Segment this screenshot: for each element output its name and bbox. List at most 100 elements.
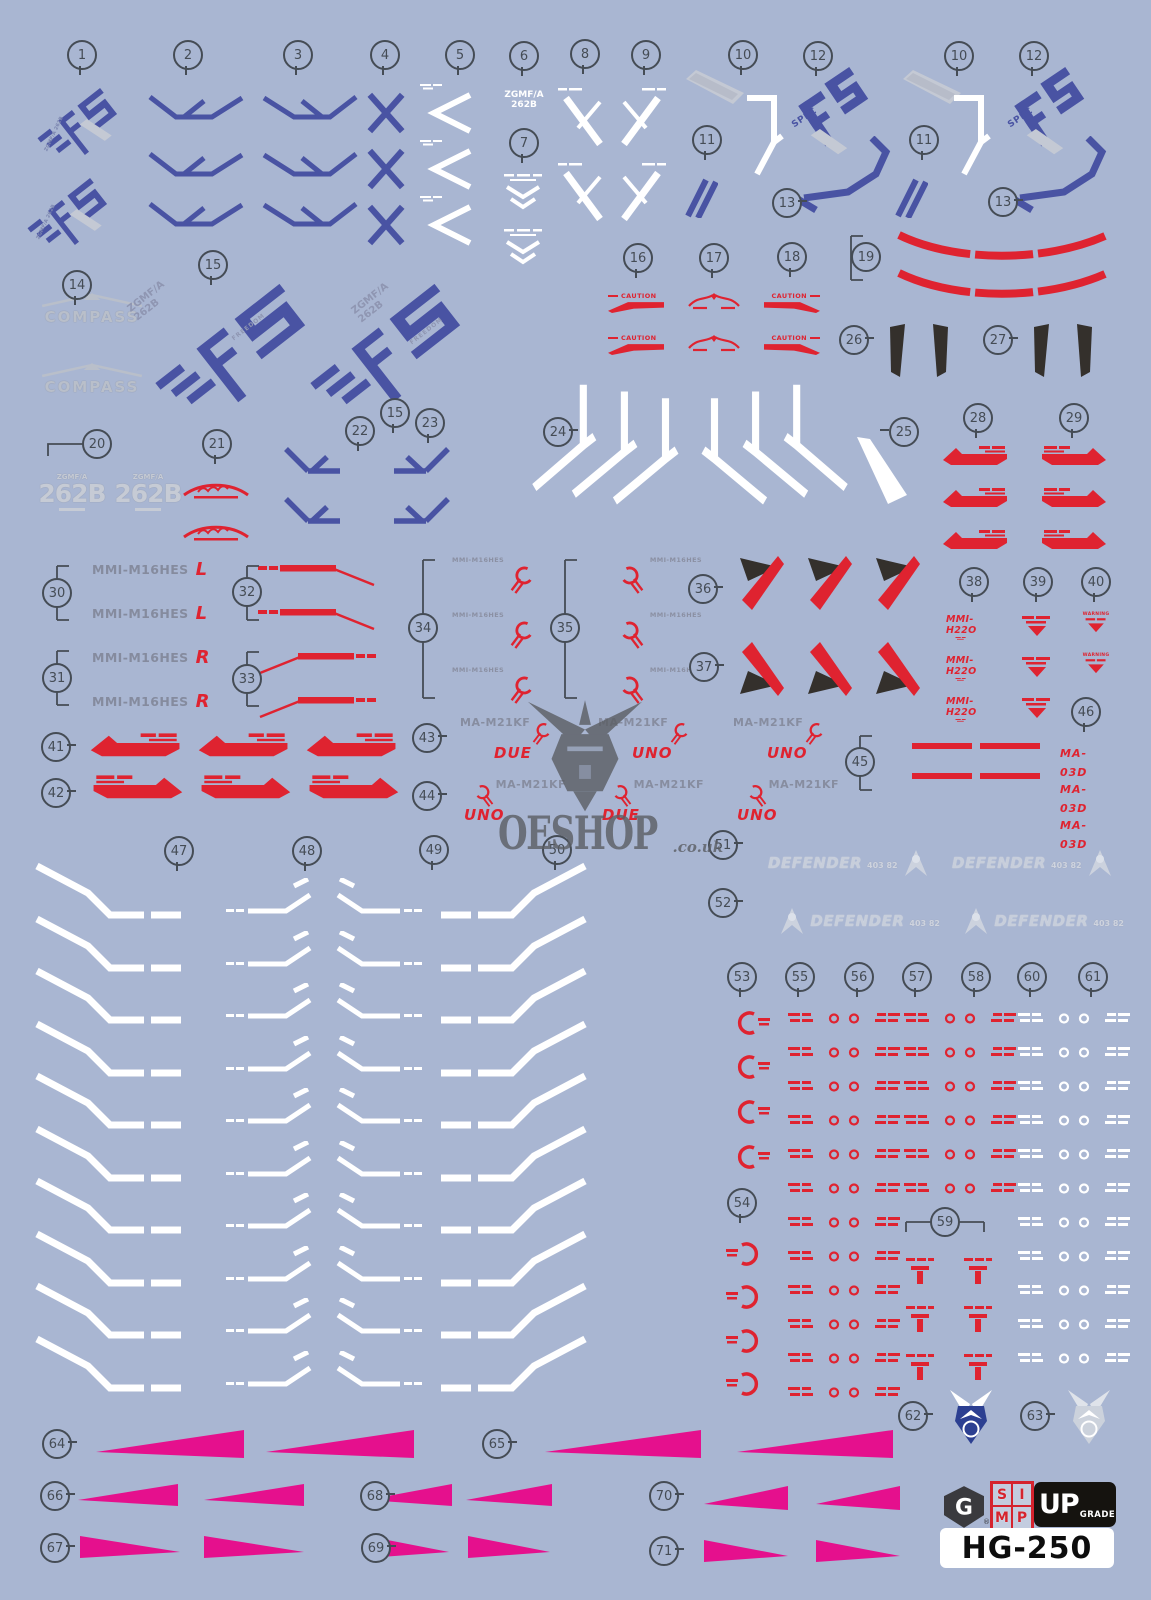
marker-number: 11 bbox=[698, 132, 716, 148]
marker-number: 12 bbox=[809, 48, 827, 64]
decal-label: ZGMF/A 262B bbox=[125, 279, 167, 323]
decal-dotrow bbox=[846, 1114, 900, 1127]
decal-caution: CAUTION bbox=[762, 333, 820, 357]
marker-43: 43 bbox=[412, 723, 447, 753]
maker-logo: G ® bbox=[944, 1486, 990, 1536]
upgrade-label-top: UP bbox=[1039, 1489, 1080, 1520]
decal-zchev48 bbox=[224, 1193, 316, 1233]
marker-62: 62 bbox=[898, 1401, 933, 1431]
decal-dotrow bbox=[846, 1284, 900, 1297]
marker-61: 61 bbox=[1078, 962, 1108, 997]
marker-37: 37 bbox=[689, 652, 724, 682]
marker-49: 49 bbox=[419, 835, 449, 870]
marker-51: 51 bbox=[708, 830, 743, 860]
marker-number: 11 bbox=[915, 132, 933, 148]
decal-caution: CAUTION bbox=[608, 291, 666, 315]
decal-tpost bbox=[904, 1258, 936, 1286]
decal-ma03d: MA-03D bbox=[1060, 819, 1088, 851]
decal-wingv bbox=[262, 199, 358, 229]
decal-dotrow bbox=[1018, 1182, 1072, 1195]
marker-number: 70 bbox=[655, 1488, 673, 1504]
decal-zchev48 bbox=[224, 983, 316, 1023]
marker-number: 5 bbox=[455, 47, 465, 63]
decal-dotrow bbox=[904, 1114, 958, 1127]
marker-11: 11 bbox=[692, 125, 722, 160]
marker-53: 53 bbox=[727, 962, 757, 997]
decal-hull bbox=[941, 528, 1011, 553]
decal-hull bbox=[1038, 444, 1108, 469]
decal-zchev bbox=[34, 1335, 184, 1393]
marker-number: 66 bbox=[46, 1488, 64, 1504]
decal-dotrow bbox=[962, 1182, 1016, 1195]
decal-dotrow bbox=[962, 1080, 1016, 1093]
marker-number: 48 bbox=[298, 843, 316, 859]
decal-dotrow bbox=[788, 1012, 842, 1025]
decal-redline32 bbox=[256, 560, 378, 588]
marker-18: 18 bbox=[777, 242, 807, 277]
decal-dotrow bbox=[1018, 1148, 1072, 1161]
decal-dotrow bbox=[788, 1148, 842, 1161]
decal-dotrow bbox=[1076, 1216, 1130, 1229]
decal-tri bbox=[704, 1540, 788, 1562]
decal-zchev bbox=[438, 1230, 588, 1288]
decal-dotrow bbox=[904, 1182, 958, 1195]
marker-number: 46 bbox=[1077, 704, 1095, 720]
decal-hooktext: MMI-M16HES bbox=[452, 556, 556, 602]
decal-dotrow bbox=[788, 1080, 842, 1093]
decal-dashes bbox=[420, 84, 446, 90]
marker-25: 25 bbox=[880, 417, 919, 447]
marker-number: 22 bbox=[351, 423, 369, 439]
decal-hull bbox=[88, 731, 185, 761]
decal-dotrow bbox=[788, 1046, 842, 1059]
marker-number: 43 bbox=[418, 730, 436, 746]
marker-number: 42 bbox=[47, 785, 65, 801]
decal-dotrow bbox=[846, 1148, 900, 1161]
decal-fsbig bbox=[306, 261, 504, 439]
simp-letter: P bbox=[1012, 1506, 1032, 1529]
decal-zchev bbox=[34, 915, 184, 973]
decal-dotrow bbox=[1018, 1318, 1072, 1331]
marker-1: 1 bbox=[67, 40, 97, 75]
decal-tri bbox=[266, 1430, 414, 1458]
decal-dotrow bbox=[962, 1114, 1016, 1127]
marker-4: 4 bbox=[370, 40, 400, 75]
decal-caution: CAUTION bbox=[608, 333, 666, 357]
decal-dotrow bbox=[846, 1352, 900, 1365]
decal-check22 bbox=[282, 446, 344, 480]
marker-number: 15 bbox=[386, 405, 404, 421]
marker-number: 31 bbox=[48, 670, 66, 686]
registered-mark: ® bbox=[983, 1518, 990, 1526]
marker-number: 37 bbox=[695, 659, 713, 675]
marker-6: 6 bbox=[509, 41, 539, 76]
marker-38: 38 bbox=[959, 567, 989, 602]
marker-13: 13 bbox=[772, 188, 807, 218]
marker-41: 41 bbox=[41, 732, 76, 762]
decal-wingv bbox=[148, 92, 244, 122]
decal-silverdiag bbox=[686, 70, 744, 104]
marker-number: 9 bbox=[641, 47, 651, 63]
decal-dotrow bbox=[904, 1080, 958, 1093]
decal-dotrow bbox=[1018, 1114, 1072, 1127]
marker-number: 68 bbox=[366, 1488, 384, 1504]
marker-number: 36 bbox=[694, 581, 712, 597]
decal-dotrow bbox=[1018, 1216, 1072, 1229]
decal-dotrow bbox=[1018, 1352, 1072, 1365]
decal-h22o: MMI-H22O bbox=[946, 614, 977, 640]
decal-zchev48 bbox=[224, 1246, 316, 1286]
marker-48: 48 bbox=[292, 836, 322, 871]
marker-52: 52 bbox=[708, 888, 743, 918]
decal-hook13 bbox=[1004, 136, 1112, 218]
decal-bars45 bbox=[912, 742, 1040, 750]
marker-number: 33 bbox=[238, 671, 256, 687]
decal-zchev bbox=[34, 1230, 184, 1288]
marker-70: 70 bbox=[649, 1481, 684, 1511]
decal-blade bbox=[853, 437, 911, 505]
marker-number: 21 bbox=[208, 436, 226, 452]
decal-zchev48 bbox=[332, 878, 424, 918]
marker-number: 27 bbox=[989, 332, 1007, 348]
marker-14: 14 bbox=[62, 270, 92, 305]
marker-30: 30 bbox=[42, 578, 72, 608]
decal-tri bbox=[78, 1484, 178, 1506]
